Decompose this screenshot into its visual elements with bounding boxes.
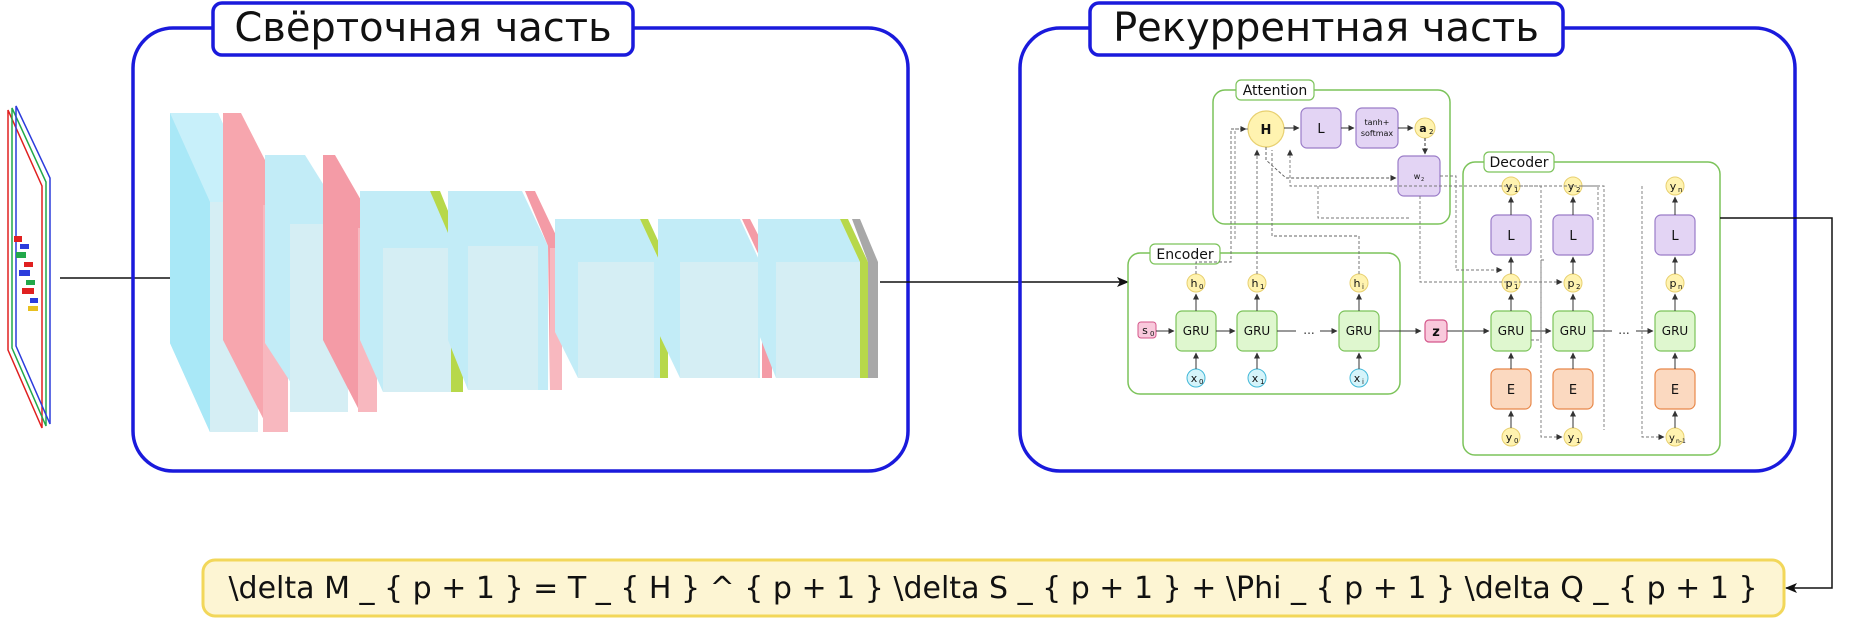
dec-gru-1: GRU	[1498, 324, 1524, 338]
input-image	[7, 105, 51, 429]
dec-l-n: L	[1671, 229, 1679, 244]
encoder-label: Encoder	[1156, 247, 1213, 263]
dec-y-bot-n-sub: n-1	[1676, 438, 1686, 445]
dec-l-1: L	[1507, 229, 1515, 244]
z-node-label: z	[1432, 325, 1440, 340]
dec-e-2: E	[1569, 383, 1577, 398]
s0-label: s	[1142, 324, 1148, 337]
dec-p-1: p	[1506, 277, 1513, 290]
h-node-label: H	[1261, 123, 1272, 138]
formula-text: \delta M _ { p + 1 } = T _ { H } ^ { p +…	[228, 571, 1757, 606]
encoder-block: Encoder s 0 GRU GRU GRU ... h 0 h 1 h i …	[1127, 126, 1422, 395]
s0-sub: 0	[1150, 330, 1154, 338]
enc-h-0-label: h	[1191, 277, 1198, 290]
dec-y-bot-2-sub: 1	[1576, 437, 1580, 445]
dec-y-top-2: y	[1568, 180, 1575, 193]
enc-h-i-sub: i	[1362, 283, 1364, 291]
conv-title: Свёрточная часть	[234, 5, 611, 51]
conv-block-5	[555, 219, 668, 378]
tanh-label: tanh+	[1365, 118, 1390, 127]
s0-node	[1137, 321, 1157, 339]
dec-y-top-n: y	[1670, 180, 1677, 193]
enc-ellipsis: ...	[1303, 323, 1314, 337]
rec-title-box	[1088, 1, 1565, 57]
enc-x-i-label: x	[1354, 372, 1361, 385]
dec-y-top-1: y	[1506, 180, 1513, 193]
dec-e-1: E	[1507, 383, 1515, 398]
dec-p-n-sub: n	[1678, 283, 1682, 291]
rec-title: Рекуррентная часть	[1113, 5, 1539, 51]
enc-x-0-label: x	[1191, 372, 1198, 385]
decoder-column-n: y n L p n GRU E y n-1	[1654, 176, 1696, 447]
dec-y-bot-1: y	[1506, 431, 1513, 444]
dec-l-2: L	[1569, 229, 1577, 244]
dec-y-bot-n: y	[1669, 433, 1675, 444]
w-node-label: w	[1414, 172, 1421, 181]
conv-block-6	[658, 219, 772, 378]
decoder-block: Decoder y 1 L p 1 GRU E y 0 y 2 L p	[1287, 149, 1721, 456]
input-glyphs	[14, 236, 38, 311]
dec-y-bot-1-sub: 0	[1514, 437, 1518, 445]
tanh-softmax-node	[1355, 107, 1399, 149]
dec-p-2-sub: 2	[1576, 283, 1580, 291]
dec-gru-2: GRU	[1560, 324, 1586, 338]
dec-e-n: E	[1671, 383, 1679, 398]
conv-block-7	[758, 219, 878, 378]
enc-gru-2-label: GRU	[1244, 324, 1270, 338]
dec-y-top-1-sub: 1	[1514, 186, 1518, 194]
enc-x-1-sub: 1	[1260, 378, 1264, 386]
a-node-sub: 2	[1429, 128, 1433, 136]
dec-p-n: p	[1670, 277, 1677, 290]
attention-block: Attention H L tanh+ softmax a 2 w 2	[1212, 79, 1451, 240]
dec-gru-n: GRU	[1662, 324, 1688, 338]
decoder-column-2: y 2 L p 2 GRU E y 1	[1552, 176, 1594, 447]
decoder-label: Decoder	[1490, 155, 1549, 171]
a-node-label: a	[1419, 122, 1426, 135]
enc-x-0-sub: 0	[1199, 378, 1203, 386]
dec-y-top-2-sub: 2	[1576, 186, 1580, 194]
conv-block-4	[448, 191, 562, 390]
dec-ellipsis: ...	[1618, 323, 1629, 337]
softmax-label: softmax	[1361, 129, 1394, 138]
enc-x-1-label: x	[1252, 372, 1259, 385]
output-arrow	[1720, 217, 1833, 593]
formula-box	[201, 558, 1786, 618]
dec-p-1-sub: 1	[1514, 283, 1518, 291]
w-node-sub: 2	[1421, 177, 1424, 183]
dec-y-top-n-sub: n	[1678, 186, 1682, 194]
decoder-column-1: y 1 L p 1 GRU E y 0	[1490, 176, 1532, 447]
dec-y-bot-2: y	[1568, 431, 1575, 444]
enc-gru-3-label: GRU	[1346, 324, 1372, 338]
conv-title-box	[211, 1, 635, 57]
enc-h-i-label: h	[1354, 277, 1361, 290]
attention-l-label: L	[1317, 122, 1325, 137]
dec-p-2: p	[1568, 277, 1575, 290]
enc-h-1-sub: 1	[1260, 283, 1264, 291]
enc-gru-1-label: GRU	[1183, 324, 1209, 338]
enc-h-0-sub: 0	[1199, 283, 1203, 291]
enc-x-i-sub: i	[1362, 378, 1364, 386]
conv-block-3	[360, 191, 463, 392]
enc-h-1-label: h	[1252, 277, 1259, 290]
attention-label: Attention	[1243, 83, 1308, 99]
conv-layers	[170, 113, 878, 432]
